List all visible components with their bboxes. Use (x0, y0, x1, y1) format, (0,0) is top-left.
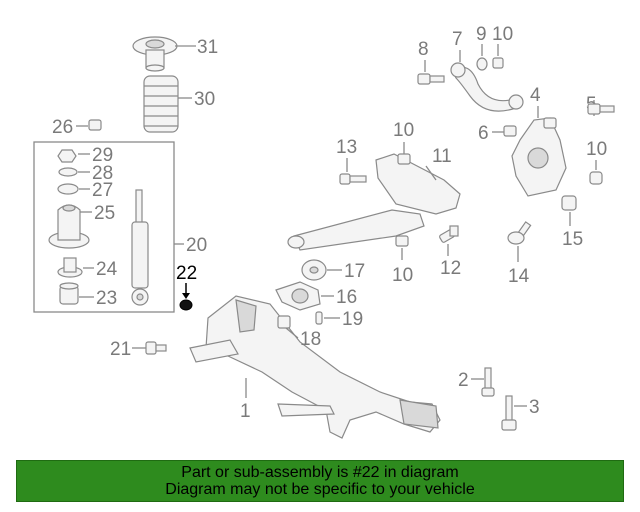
bolt-part-5[interactable] (587, 103, 615, 115)
callout-11: 11 (432, 146, 452, 167)
callout-7: 7 (452, 29, 463, 50)
bolt-part-21[interactable] (145, 341, 167, 355)
nut-part-10-lower[interactable] (395, 235, 409, 247)
nut-part-10-right[interactable] (589, 171, 603, 185)
nut-part-6[interactable] (503, 125, 517, 137)
bolt-part-19[interactable] (315, 311, 323, 325)
callout-17: 17 (344, 261, 365, 282)
callout-10-top-right: 10 (492, 24, 513, 45)
nut-part-18[interactable] (277, 315, 291, 329)
nut-part-29[interactable] (57, 149, 77, 163)
bolt-part-13[interactable] (339, 173, 367, 185)
subframe-part[interactable] (189, 295, 441, 439)
nut-part-10-top-right[interactable] (492, 57, 504, 69)
callout-2: 2 (458, 370, 469, 391)
callout-19: 19 (342, 309, 363, 330)
callout-27: 27 (92, 180, 113, 201)
callout-3: 3 (529, 397, 540, 418)
callout-6: 6 (478, 123, 489, 144)
callout-24: 24 (96, 259, 118, 280)
callout-30: 30 (194, 89, 215, 110)
bushing-bracket-part-16[interactable] (275, 281, 321, 311)
upper-arm-part-7[interactable] (450, 62, 524, 112)
callout-22: 22 (176, 263, 197, 284)
callout-9: 9 (476, 24, 487, 45)
callout-29: 29 (92, 145, 113, 166)
callout-21: 21 (110, 339, 131, 360)
spring-seat-part[interactable] (132, 36, 178, 72)
bolt-part-3[interactable] (501, 395, 517, 431)
callout-18: 18 (300, 329, 321, 350)
parts-diagram: 31 30 26 20 29 28 27 25 24 (33, 24, 615, 439)
callout-28: 28 (92, 163, 113, 184)
cushion-part-27[interactable] (57, 183, 79, 195)
callout-25: 25 (94, 203, 115, 224)
nut-part-26[interactable] (88, 119, 102, 131)
washer-part-9[interactable] (476, 57, 488, 71)
nut-part-10-top[interactable] (397, 153, 411, 165)
callout-15: 15 (562, 229, 583, 250)
callout-10-right: 10 (586, 139, 607, 160)
callout-23: 23 (96, 288, 117, 309)
callout-10-top: 10 (393, 120, 414, 141)
support-part-25[interactable] (48, 204, 90, 249)
bolt-part-12[interactable] (439, 225, 459, 243)
bump-boot-part[interactable] (143, 75, 179, 133)
banner-line-1: Part or sub-assembly is #22 in diagram (181, 464, 459, 481)
bolt-part-8[interactable] (417, 73, 445, 85)
callout-4: 4 (530, 85, 541, 106)
knuckle-part-4[interactable] (511, 117, 567, 197)
callout-20: 20 (186, 235, 207, 256)
lower-control-arm-part[interactable] (287, 153, 461, 251)
callout-8: 8 (418, 39, 429, 60)
notice-banner: Part or sub-assembly is #22 in diagram D… (16, 460, 624, 502)
bolt-part-2[interactable] (481, 367, 495, 397)
callout-16: 16 (336, 287, 357, 308)
bushing-part-15[interactable] (561, 195, 577, 211)
insulator-part-24[interactable] (57, 257, 83, 278)
ball-joint-part-14[interactable] (507, 221, 532, 245)
banner-line-2: Diagram may not be specific to your vehi… (165, 481, 475, 498)
highlighted-nut-part-22[interactable] (179, 299, 193, 311)
bumper-part-23[interactable] (59, 282, 79, 305)
callout-26: 26 (52, 117, 73, 138)
callout-31: 31 (197, 37, 218, 58)
callout-10-lower: 10 (392, 265, 413, 286)
washer-part-28[interactable] (58, 167, 78, 177)
callout-12: 12 (440, 258, 461, 279)
strut-group-box (33, 141, 175, 313)
callout-1: 1 (240, 401, 251, 422)
callout-13: 13 (336, 137, 357, 158)
callout-14: 14 (508, 266, 530, 287)
shock-absorber-part[interactable] (131, 189, 149, 306)
